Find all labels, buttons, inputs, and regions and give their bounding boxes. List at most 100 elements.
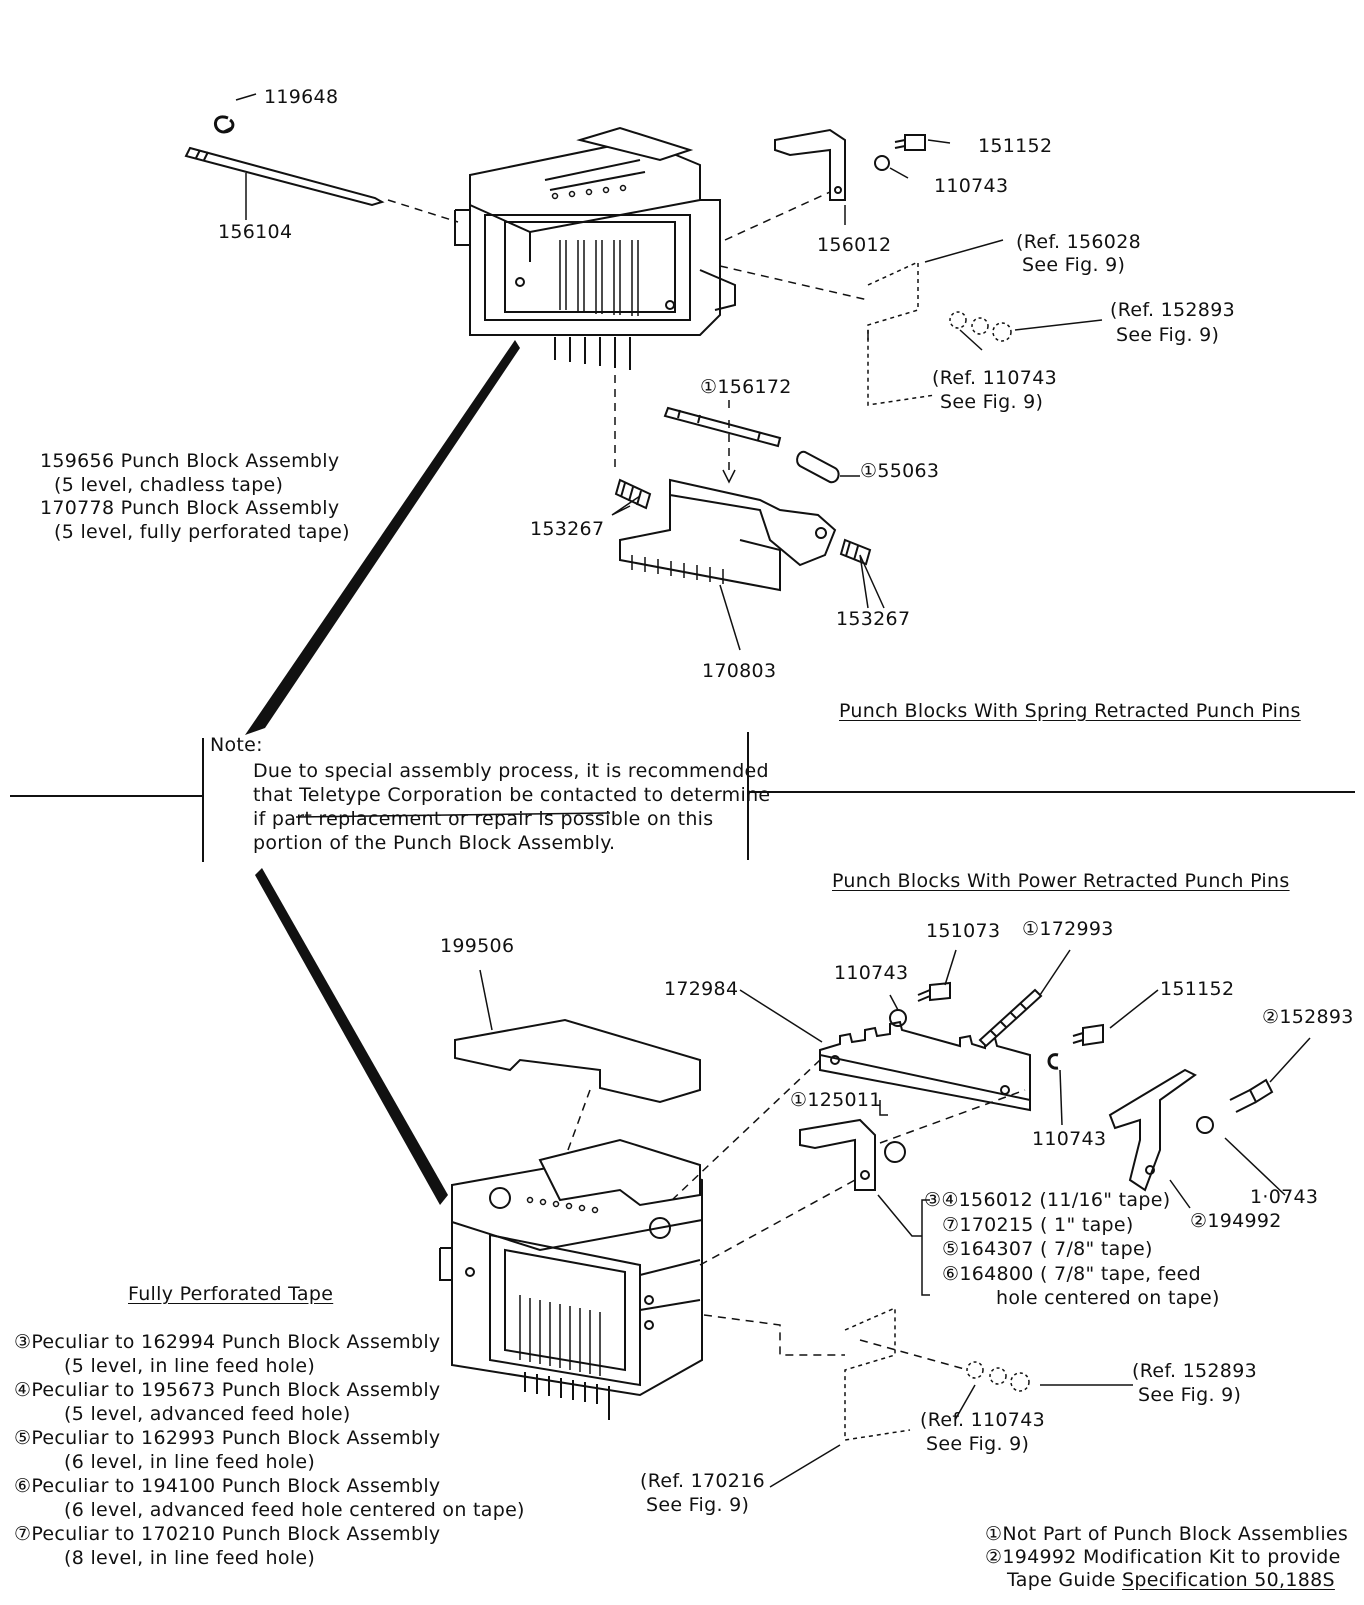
- plate-199506: [454, 1018, 701, 1104]
- screw-152893: [1229, 1078, 1274, 1113]
- peculiar-item: (6 level, in line feed hole): [64, 1451, 316, 1473]
- label-ref-110743-b: See Fig. 9): [940, 391, 1044, 413]
- title-fully-perforated: Fully Perforated Tape: [128, 1283, 334, 1305]
- label-ref-156028-a: (Ref. 156028: [1016, 231, 1141, 253]
- note-line: Due to special assembly process, it is r…: [253, 760, 769, 782]
- guide-194992: [1108, 1068, 1197, 1192]
- label-151152-bottom: 151152: [1160, 978, 1235, 1000]
- label-172984: 172984: [664, 978, 739, 1000]
- label-119648: 119648: [264, 86, 339, 108]
- label-ref-152893-bottom-a: (Ref. 152893: [1132, 1360, 1257, 1382]
- guide-option: ⑤164307 ( 7/8" tape): [942, 1238, 1153, 1260]
- label-151152-top: 151152: [978, 135, 1053, 157]
- note-box: Note: Due to special assembly process, i…: [200, 730, 770, 862]
- screw-151152-top: [894, 134, 926, 151]
- pin-55063: [796, 450, 840, 484]
- pointer-wedge-bottom: [255, 868, 448, 1205]
- bracket-125011: [799, 1118, 876, 1191]
- peculiar-item: (8 level, in line feed hole): [64, 1547, 316, 1569]
- footnote-3-prefix: Tape Guide: [1007, 1569, 1123, 1591]
- springs-153267-right: [839, 538, 872, 566]
- note-line: that Teletype Corporation be contacted t…: [253, 784, 771, 806]
- note-heading: Note:: [210, 734, 263, 756]
- peculiar-item: ③Peculiar to 162994 Punch Block Assembly: [14, 1331, 441, 1353]
- footnotes: ①Not Part of Punch Block Assemblies ②194…: [985, 1523, 1348, 1592]
- peculiar-list: ③Peculiar to 162994 Punch Block Assembly…: [14, 1330, 525, 1570]
- peculiar-item: ⑥Peculiar to 194100 Punch Block Assembly: [14, 1475, 441, 1497]
- label-153267-right: 153267: [836, 608, 911, 630]
- punch-block-top: [454, 126, 736, 370]
- ref-screw-152893-top: [949, 311, 1012, 342]
- label-110743-right: 1·0743: [1250, 1186, 1319, 1208]
- note-line: if part replacement or repair is possibl…: [253, 808, 714, 830]
- assembly-line: 159656 Punch Block Assembly: [40, 450, 340, 472]
- springs-153267-left: [614, 478, 652, 510]
- screw-151073: [917, 981, 951, 1002]
- ref-plate-156028: [867, 260, 936, 406]
- ring-110743-mid: [1047, 1053, 1059, 1070]
- shaft-156172: [663, 406, 782, 448]
- label-ref-110743-bottom-a: (Ref. 110743: [920, 1409, 1045, 1431]
- guide-option: ⑦170215 ( 1" tape): [942, 1213, 1134, 1236]
- label-ref-152893-b: See Fig. 9): [1116, 324, 1220, 346]
- label-199506: 199506: [440, 935, 515, 957]
- comb-172984: [819, 1020, 1031, 1112]
- washer-bottom: [884, 1141, 906, 1163]
- options-bracket: [921, 1199, 930, 1296]
- label-110743-mid: 110743: [1032, 1128, 1107, 1150]
- label-170803: 170803: [702, 660, 777, 682]
- label-194992: ②194992: [1190, 1210, 1282, 1232]
- punch-block-bottom: [439, 1138, 703, 1420]
- label-125011: ①125011: [790, 1089, 882, 1111]
- label-152893-mod: ②152893: [1262, 1006, 1354, 1028]
- peculiar-item: ④Peculiar to 195673 Punch Block Assembly: [14, 1379, 441, 1401]
- stripper-170803: [619, 478, 837, 592]
- footnote-3: Tape Guide Specification 50,188S: [985, 1569, 1348, 1592]
- retaining-ring-119648: [214, 115, 235, 134]
- label-153267-left: 153267: [530, 518, 605, 540]
- label-ref-110743-bottom-b: See Fig. 9): [926, 1433, 1030, 1455]
- peculiar-item: (5 level, in line feed hole): [64, 1355, 316, 1377]
- pin-156104: [184, 146, 385, 207]
- label-ref-170216-a: (Ref. 170216: [640, 1470, 765, 1492]
- specification-ref: Specification 50,188S: [1122, 1569, 1335, 1591]
- label-156104: 156104: [218, 221, 293, 243]
- screw-151152-bottom: [1072, 1023, 1104, 1047]
- washer-110743-right: [1196, 1116, 1214, 1134]
- footnote-1: ①Not Part of Punch Block Assemblies: [985, 1523, 1349, 1545]
- peculiar-item: ⑤Peculiar to 162993 Punch Block Assembly: [14, 1427, 441, 1449]
- title-power-retracted: Punch Blocks With Power Retracted Punch …: [832, 870, 1290, 892]
- assembly-line: (5 level, chadless tape): [54, 473, 284, 496]
- peculiar-item: (6 level, advanced feed hole centered on…: [64, 1499, 525, 1521]
- label-110743-top: 110743: [934, 175, 1009, 197]
- label-ref-152893-bottom-b: See Fig. 9): [1138, 1384, 1242, 1406]
- spring-172993: [978, 988, 1043, 1048]
- title-spring-retracted: Punch Blocks With Spring Retracted Punch…: [839, 700, 1301, 722]
- peculiar-item: ⑦Peculiar to 170210 Punch Block Assembly: [14, 1523, 441, 1545]
- guide-option: hole centered on tape): [996, 1287, 1220, 1309]
- ref-plate-170216: [844, 1306, 911, 1441]
- guide-options: ③④156012 (11/16" tape) ⑦170215 ( 1" tape…: [924, 1188, 1220, 1311]
- guide-option: ⑥164800 ( 7/8" tape, feed: [942, 1262, 1201, 1285]
- label-55063: ①55063: [860, 460, 940, 482]
- assembly-line: (5 level, fully perforated tape): [54, 520, 350, 543]
- label-156012-top: 156012: [817, 234, 892, 256]
- label-ref-170216-b: See Fig. 9): [646, 1494, 750, 1516]
- label-ref-156028-b: See Fig. 9): [1022, 254, 1126, 276]
- footnote-2: ②194992 Modification Kit to provide: [985, 1546, 1341, 1568]
- label-151073: 151073: [926, 920, 1001, 942]
- washer-110743-top: [874, 155, 890, 171]
- label-ref-152893-a: (Ref. 152893: [1110, 299, 1235, 321]
- guide-option: ③④156012 (11/16" tape): [924, 1189, 1171, 1211]
- assembly-line: 170778 Punch Block Assembly: [40, 497, 340, 519]
- peculiar-item: (5 level, advanced feed hole): [64, 1403, 351, 1425]
- pointer-wedge-top: [245, 340, 520, 735]
- label-ref-110743-a: (Ref. 110743: [932, 367, 1057, 389]
- note-line: portion of the Punch Block Assembly.: [253, 832, 616, 854]
- bracket-156012-top: [774, 128, 846, 201]
- label-110743-upper: 110743: [834, 962, 909, 984]
- ref-screw-152893-bottom: [966, 1361, 1030, 1392]
- label-156172: ①156172: [700, 376, 792, 398]
- label-172993: ①172993: [1022, 918, 1114, 940]
